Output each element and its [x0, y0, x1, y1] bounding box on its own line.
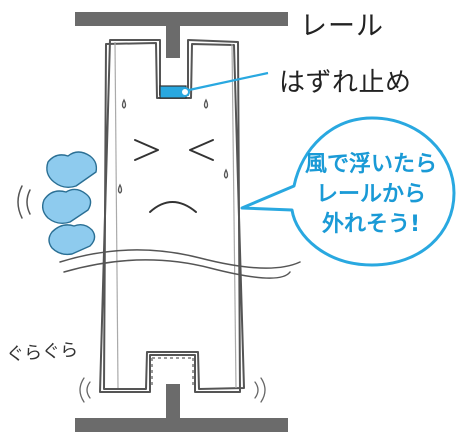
- rail-label: レール: [300, 11, 384, 42]
- wind-gusts: [41, 151, 98, 256]
- stopper-label: はずれ止め: [279, 68, 412, 98]
- top-rail: [75, 12, 288, 58]
- bottom-rail: [75, 384, 288, 432]
- worried-face: [134, 139, 214, 213]
- speech-bubble: [240, 116, 456, 267]
- bubble-line-3: 外れそう!: [321, 212, 421, 237]
- bubble-line-1: 風で浮いたら: [304, 152, 437, 177]
- bubble-line-2: レールから: [315, 182, 426, 207]
- vibration-marks: [79, 377, 266, 403]
- sweat-drops: [117, 98, 229, 194]
- wobble-label: ぐらぐら: [5, 339, 79, 366]
- wind-lines: [17, 185, 301, 279]
- stopper-block: [159, 71, 269, 99]
- speech-bubble-text: 風で浮いたら レールから 外れそう!: [298, 150, 444, 240]
